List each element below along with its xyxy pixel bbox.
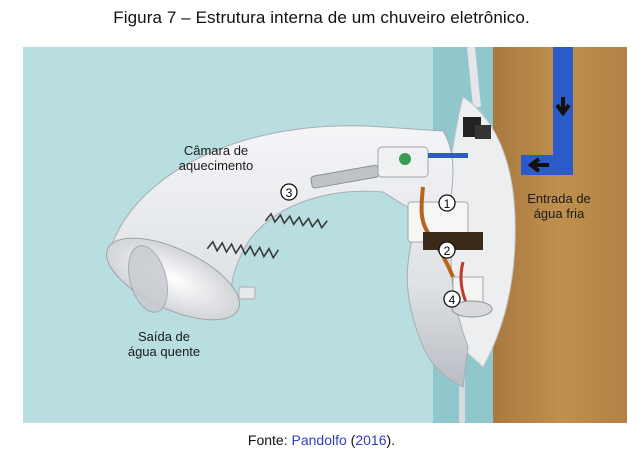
source-author-link[interactable]: Pandolfo [291, 432, 347, 448]
marker-3: 3 [280, 183, 298, 201]
label-heating-chamber-line1: Câmara de [183, 143, 249, 158]
shower-body [112, 125, 469, 388]
marker-4: 4 [443, 290, 461, 308]
heating-coil [206, 212, 328, 260]
source-prefix: Fonte: [247, 432, 292, 448]
wire-dark [475, 125, 491, 139]
power-cable [467, 47, 481, 108]
head-nozzles [128, 245, 168, 313]
figure-caption: Figura 7 – Estrutura interna de um chuve… [113, 8, 530, 27]
source-year-link[interactable]: 2016 [355, 432, 387, 448]
label-heating-chamber: Câmara de aquecimento [166, 143, 266, 173]
label-heating-chamber-line2: aquecimento [178, 158, 254, 173]
figure-source: Fonte: Pandolfo (2016). [0, 432, 643, 448]
label-cold-inlet-line1: Entrada de [527, 191, 591, 206]
marker-2-label: 2 [444, 244, 451, 258]
marker-4-label: 4 [449, 293, 456, 307]
label-cold-inlet: Entrada de água fria [517, 191, 601, 221]
marker-1: 1 [438, 194, 456, 212]
shower-photo: 1 2 3 4 Câmara de aquecimento Entrada de… [23, 47, 627, 423]
triac-board [423, 232, 483, 250]
label-hot-outlet: Saída de água quente [119, 329, 209, 359]
marker-1-label: 1 [444, 197, 451, 211]
green-wire-ring [399, 153, 411, 165]
shower-illustration: 1 2 3 4 [23, 47, 627, 423]
label-hot-outlet-line1: Saída de [137, 329, 191, 344]
source-close: ). [386, 432, 396, 448]
source-open: ( [346, 432, 356, 448]
label-hot-outlet-line2: água quente [127, 344, 201, 359]
marker-2: 2 [438, 241, 456, 259]
down-arrow-icon [555, 97, 571, 117]
left-arrow-icon [527, 157, 549, 173]
marker-3-label: 3 [286, 186, 293, 200]
label-cold-inlet-line2: água fria [533, 206, 585, 221]
cap-component [451, 300, 493, 318]
wire-blue [428, 153, 468, 158]
head-clip [238, 286, 256, 300]
